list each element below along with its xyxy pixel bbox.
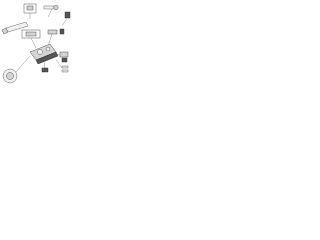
exploded-parts-diagram <box>1 3 71 84</box>
clip-part <box>41 61 49 73</box>
steering-column-part <box>1 21 29 35</box>
round-knob-part <box>2 55 31 84</box>
bracket-part <box>47 28 65 47</box>
screw-set-part <box>55 59 69 73</box>
key-part <box>43 5 59 18</box>
ignition-lock-cylinder-part <box>23 3 37 19</box>
spring-kit-part <box>55 51 69 63</box>
switch-housing-part <box>21 29 41 49</box>
cover-plate-part <box>61 11 71 27</box>
lock-body-part <box>29 43 59 65</box>
